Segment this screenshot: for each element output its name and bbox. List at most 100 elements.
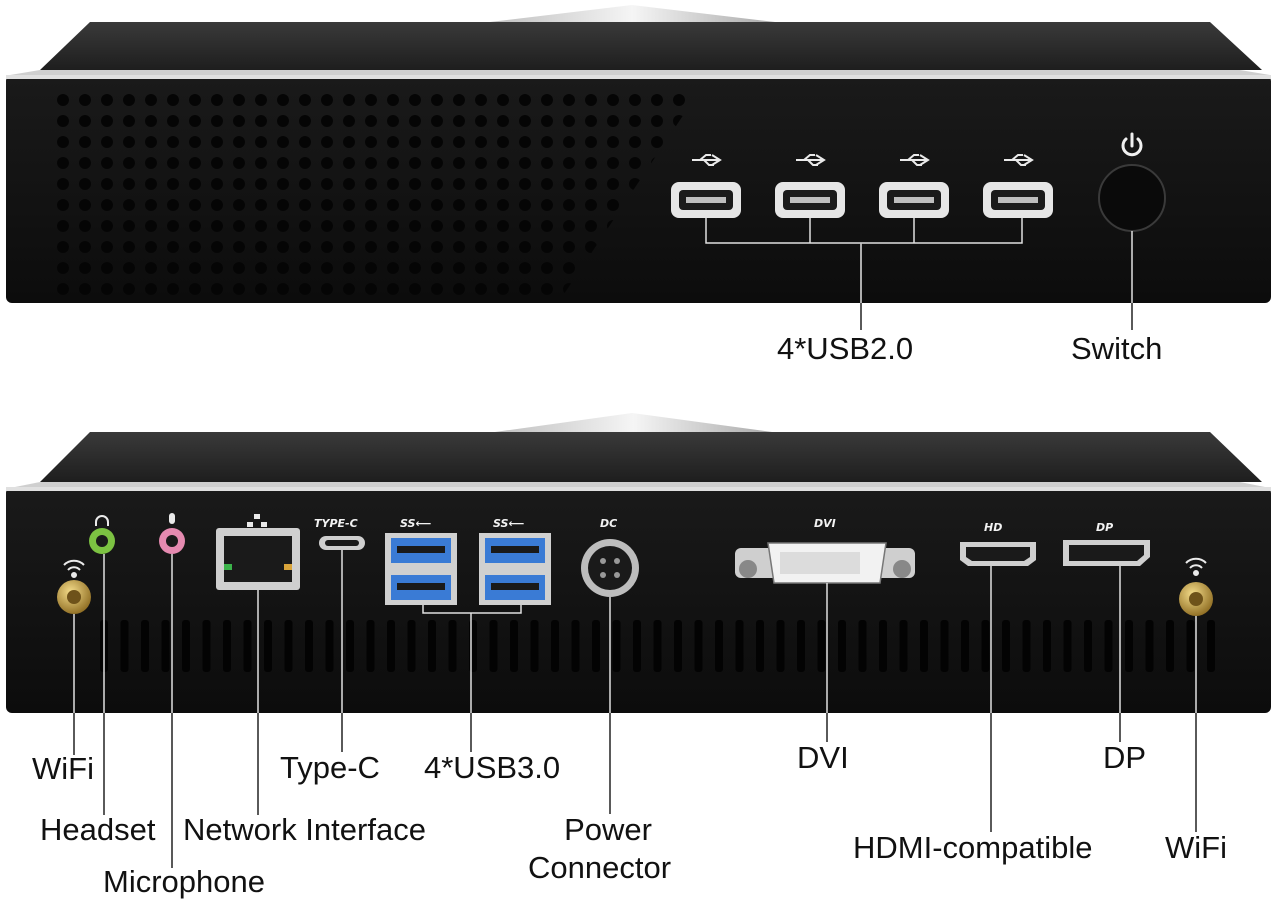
front-view	[6, 5, 1271, 330]
vent-slot	[817, 620, 826, 672]
usb3-ports: SS⟵ SS⟵	[385, 517, 551, 605]
vent-slot	[551, 620, 559, 672]
dvi-label: DVI	[797, 740, 849, 775]
microphone-label: Microphone	[103, 864, 265, 899]
vent-slot	[981, 620, 990, 672]
vent-slot	[448, 620, 457, 672]
wifi-antenna-right	[1179, 557, 1213, 616]
hdmi-port: HD	[960, 521, 1036, 566]
power-connector-label-line2: Connector	[528, 850, 672, 885]
vent-slot	[961, 620, 969, 672]
vent-slot	[797, 620, 805, 672]
vent-slot	[1186, 620, 1195, 672]
vent-slot	[243, 620, 252, 672]
vent-slot	[592, 620, 600, 672]
usb2-label: 4*USB2.0	[777, 331, 914, 366]
vent-slot	[1145, 620, 1154, 672]
switch-label: Switch	[1071, 331, 1163, 366]
hdmi-label: HDMI-compatible	[853, 830, 1093, 865]
vent-slot	[612, 620, 621, 672]
vent-slot	[674, 620, 682, 672]
microphone-jack	[159, 513, 185, 554]
vent-slot	[469, 620, 477, 672]
usb2-port	[983, 182, 1053, 218]
wifi-right-label: WiFi	[1165, 830, 1227, 865]
dc-power-port: DC	[581, 517, 639, 597]
vent-slot	[284, 620, 293, 672]
vent-slot	[141, 620, 149, 672]
vent-slot	[223, 620, 231, 672]
vent-slot	[1063, 620, 1072, 672]
usb3-label: 4*USB3.0	[424, 750, 561, 785]
network-icon	[247, 514, 267, 527]
network-port	[216, 514, 300, 590]
power-switch	[1098, 132, 1166, 232]
usb2-port	[671, 182, 741, 218]
svg-text:SS⟵: SS⟵	[400, 517, 431, 530]
vent-slot	[571, 620, 580, 672]
vent-slot	[325, 620, 334, 672]
vent-slot	[489, 620, 498, 672]
vent-slot	[1125, 620, 1133, 672]
power-icon	[1121, 132, 1143, 157]
vent-slot	[1002, 620, 1010, 672]
vent-slot	[161, 620, 170, 672]
vent-slot	[879, 620, 887, 672]
dp-label: DP	[1103, 740, 1147, 775]
front-vent-grille	[55, 90, 700, 300]
microphone-icon	[169, 513, 175, 524]
svg-text:HD: HD	[984, 521, 1002, 534]
dvi-port: DVI	[735, 517, 915, 584]
vent-slot	[633, 620, 641, 672]
rear-case	[6, 487, 1271, 713]
vent-slot	[366, 620, 375, 672]
usb2-port	[775, 182, 845, 218]
vent-slot	[920, 620, 928, 672]
vent-slot	[838, 620, 846, 672]
vent-slot	[202, 620, 211, 672]
headset-icon	[95, 515, 109, 526]
rear-vent-slots	[100, 620, 1215, 672]
power-connector-label-line1: Power	[564, 812, 652, 847]
wifi-antenna-left	[57, 559, 91, 614]
vent-slot	[182, 620, 190, 672]
vent-slot	[1022, 620, 1031, 672]
vent-slot	[120, 620, 129, 672]
usb2-port	[879, 182, 949, 218]
svg-text:DC: DC	[600, 517, 617, 530]
headset-label: Headset	[40, 812, 156, 847]
svg-text:SS⟵: SS⟵	[493, 517, 524, 530]
vent-slot	[899, 620, 908, 672]
vent-slot	[510, 620, 518, 672]
vent-slot	[1084, 620, 1092, 672]
vent-slot	[305, 620, 313, 672]
usb2-leader-lines	[705, 218, 1023, 244]
vent-slot	[858, 620, 867, 672]
headset-jack	[89, 515, 115, 554]
vent-slot	[940, 620, 949, 672]
vent-slot	[346, 620, 354, 672]
vent-slot	[428, 620, 436, 672]
vent-slot	[776, 620, 785, 672]
wifi-left-label: WiFi	[32, 751, 94, 786]
svg-text:DP: DP	[1096, 521, 1113, 534]
vent-slot	[653, 620, 662, 672]
usb-icon	[692, 154, 1034, 166]
vent-slot	[1104, 620, 1113, 672]
typec-port: TYPE-C	[314, 517, 365, 550]
vent-slot	[694, 620, 703, 672]
vent-slot	[735, 620, 744, 672]
network-interface-label: Network Interface	[183, 812, 426, 847]
svg-text:DVI: DVI	[814, 517, 836, 530]
vent-slot	[756, 620, 764, 672]
wifi-icon	[63, 559, 85, 578]
wifi-icon	[1185, 557, 1207, 576]
vent-slot	[1207, 620, 1215, 672]
svg-text:TYPE-C: TYPE-C	[314, 517, 358, 530]
vent-slot	[715, 620, 723, 672]
vent-slot	[1043, 620, 1051, 672]
usb2-ports	[671, 182, 1053, 218]
rear-leader-lines	[73, 550, 1197, 868]
vent-slot	[407, 620, 416, 672]
